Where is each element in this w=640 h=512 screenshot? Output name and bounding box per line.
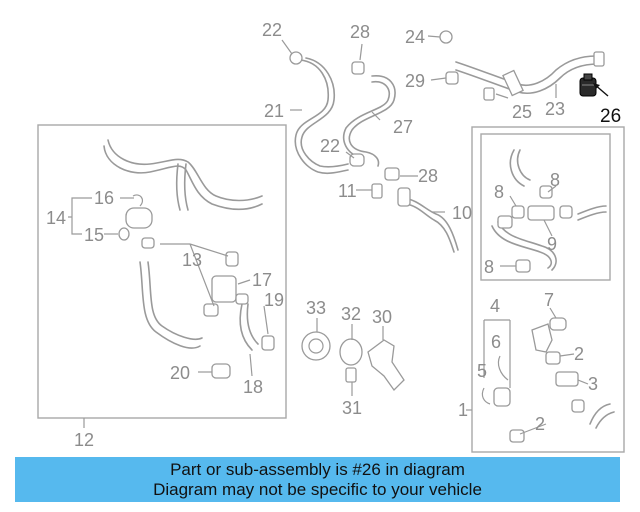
clip-8-c: [515, 259, 531, 273]
callout-15: 15: [84, 225, 104, 245]
callout-12: 12: [74, 430, 94, 450]
hose-10: [403, 197, 459, 251]
clip-28-top: [351, 61, 365, 75]
callout-20: 20: [170, 363, 190, 383]
clip-20: [211, 363, 231, 379]
callout-28-mid: 28: [418, 166, 438, 186]
junction-14: [125, 207, 153, 229]
bolt-11: [371, 183, 383, 199]
seal-32: [339, 338, 363, 366]
clip-19: [261, 335, 275, 351]
callout-31: 31: [342, 398, 362, 418]
clip-8-b: [539, 185, 553, 199]
tee-9: [527, 205, 555, 221]
callout-14: 14: [46, 208, 66, 228]
info-banner: Part or sub-assembly is #26 in diagram D…: [15, 457, 620, 502]
callout-7: 7: [544, 290, 554, 310]
callout-8-c: 8: [484, 257, 494, 277]
clip-13: [141, 237, 155, 249]
callout-22-mid: 22: [320, 136, 340, 156]
callout-23: 23: [545, 99, 565, 119]
assembly-box-12: [37, 124, 287, 419]
callout-17: 17: [252, 270, 272, 290]
callout-24: 24: [405, 27, 425, 47]
callout-18: 18: [243, 377, 263, 397]
clip-8-a: [511, 205, 525, 219]
callout-2-bottom: 2: [535, 414, 545, 434]
o-ring-15: [118, 227, 130, 241]
callout-2-mid: 2: [574, 344, 584, 364]
clamp-22-mid: [349, 153, 365, 167]
hose-upper-right: [509, 149, 525, 187]
sub-box-8-9: [480, 133, 611, 281]
bolt-25: [483, 87, 495, 101]
callout-33: 33: [306, 298, 326, 318]
clamp-2-mid: [545, 351, 561, 365]
callout-6: 6: [491, 332, 501, 352]
callout-8-b: 8: [550, 170, 560, 190]
callout-4: 4: [490, 296, 500, 316]
callout-11: 11: [338, 181, 357, 201]
tee-17: [211, 275, 237, 303]
callout-27: 27: [393, 117, 413, 137]
callout-8-a: 8: [494, 182, 504, 202]
assembly-box-1: [471, 126, 625, 453]
hose-1-right: [589, 403, 611, 425]
housing-33: [301, 331, 331, 361]
callout-28-top: 28: [350, 22, 370, 42]
callout-10: 10: [452, 203, 472, 223]
banner-line-disclaimer: Diagram may not be specific to your vehi…: [153, 480, 482, 499]
seal-24: [439, 30, 453, 44]
hose-21: [294, 59, 349, 175]
pipe-23: [455, 55, 597, 86]
callout-29: 29: [405, 71, 425, 91]
bolt-31: [345, 367, 357, 383]
callout-22-top: 22: [262, 20, 282, 40]
parts-diagram: 22 28 24 29 25 23 26 21 27 22 28 11 10 1…: [37, 20, 625, 453]
callout-16: 16: [94, 188, 114, 208]
callout-9: 9: [547, 234, 557, 254]
part-26-highlighted: [579, 73, 597, 97]
leader-lines: [68, 35, 589, 435]
callout-32: 32: [341, 304, 361, 324]
clamp-22-top: [289, 51, 303, 65]
callout-13: 13: [182, 250, 202, 270]
callout-1: 1: [458, 400, 468, 420]
clip-29: [445, 71, 459, 85]
clamp-7: [549, 317, 567, 331]
elbow-2-top: [531, 323, 553, 353]
connector-3: [555, 371, 579, 387]
clamp-2-bottom: [509, 429, 525, 443]
clip-28-mid: [384, 167, 400, 181]
banner-line-part: Part or sub-assembly is #26 in diagram: [170, 460, 465, 479]
callout-30: 30: [372, 307, 392, 327]
callout-5: 5: [477, 361, 487, 381]
flange-30: [367, 339, 405, 392]
callout-21: 21: [264, 101, 284, 121]
callout-3: 3: [588, 374, 598, 394]
callout-labels: 22 28 24 29 25 23 26 21 27 22 28 11 10 1…: [46, 20, 621, 450]
callout-26: 26: [600, 106, 621, 127]
fitting-6: [493, 387, 511, 407]
hose-lower-left: [139, 261, 201, 349]
callout-19: 19: [264, 290, 284, 310]
hose-27: [348, 75, 396, 167]
callout-25: 25: [512, 102, 532, 122]
hose-18: [239, 303, 253, 351]
